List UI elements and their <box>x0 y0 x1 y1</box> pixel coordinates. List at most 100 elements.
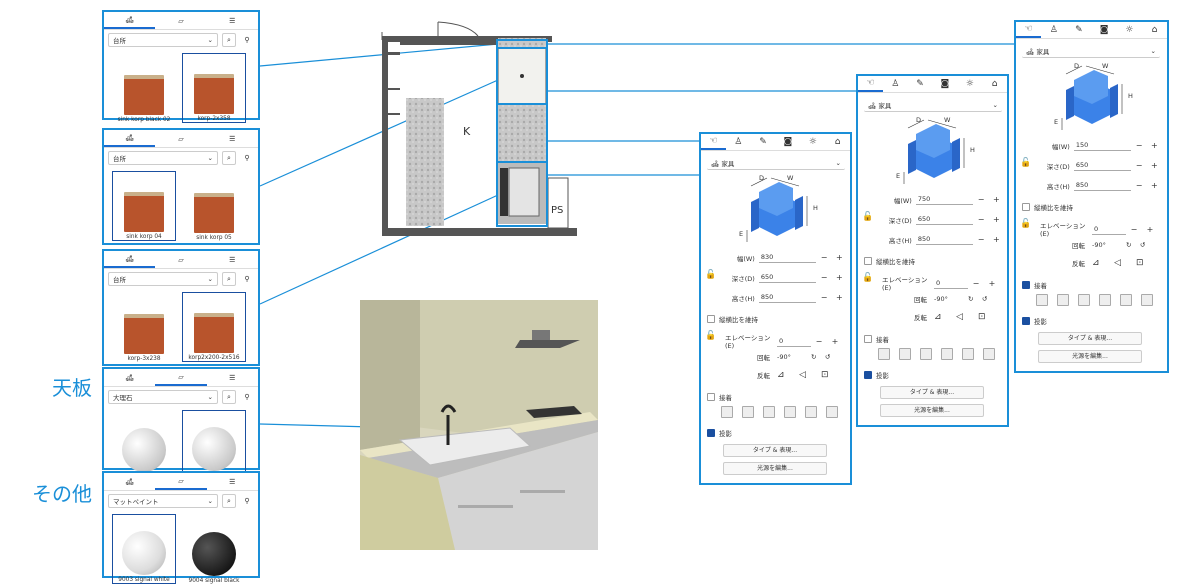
tab-object[interactable]: ☜ <box>858 76 883 92</box>
flip-horizontal-icon[interactable]: ⊿ <box>1092 258 1100 268</box>
filter-button[interactable]: ⚲ <box>240 151 254 165</box>
library-item[interactable]: 9004 signal black <box>182 514 246 584</box>
flip-depth-icon[interactable]: ⊡ <box>978 312 986 322</box>
type-representation-button[interactable]: タイプ & 表現... <box>723 444 827 457</box>
snap-row[interactable]: 接着 <box>707 392 732 402</box>
tab-paint[interactable]: ✎ <box>908 76 933 92</box>
elevation-input[interactable]: 0 <box>1092 224 1126 235</box>
shadow-checkbox[interactable] <box>1022 317 1030 325</box>
library-item[interactable]: korp-3x238 <box>112 292 176 362</box>
snap-checkbox[interactable] <box>707 393 715 401</box>
rotate-cw-icon[interactable]: ↻ <box>968 295 974 303</box>
tab-camera[interactable]: ◙ <box>1092 22 1117 38</box>
depth-input[interactable]: 650 <box>1073 160 1132 171</box>
category-dropdown[interactable]: 🛋 家具⌄ <box>864 98 1002 112</box>
lock-icon[interactable]: 🔓 <box>705 331 717 341</box>
tab-person[interactable]: ♙ <box>726 134 751 150</box>
library-item[interactable]: 9003 signal white <box>112 514 176 584</box>
tab-list[interactable]: ☰ <box>207 12 258 29</box>
flip-vertical-icon[interactable]: ◁ <box>1114 258 1121 268</box>
snap-icon[interactable] <box>1141 294 1153 306</box>
rotate-ccw-icon[interactable]: ↺ <box>982 295 988 303</box>
snap-icon[interactable] <box>1120 294 1132 306</box>
flip-vertical-icon[interactable]: ◁ <box>799 370 806 380</box>
tab-camera[interactable]: ◙ <box>775 134 800 150</box>
category-dropdown[interactable]: 🛋 家具⌄ <box>707 156 845 170</box>
lock-icon[interactable]: 🔓 <box>862 273 874 283</box>
tab-list[interactable]: ☰ <box>207 473 258 490</box>
tab-furniture[interactable]: 🛋 <box>104 473 155 490</box>
depth-decrement[interactable]: − <box>820 273 828 282</box>
flip-depth-icon[interactable]: ⊡ <box>1136 258 1144 268</box>
tab-object[interactable]: ☜ <box>701 134 726 150</box>
snap-icon[interactable] <box>1078 294 1090 306</box>
library-item[interactable]: korp2x200-2x516 <box>182 292 246 362</box>
rotation-value[interactable]: -90° <box>1092 241 1106 249</box>
elevation-increment[interactable]: + <box>1146 224 1154 234</box>
tab-materials[interactable]: ▱ <box>155 251 206 268</box>
lock-icon[interactable]: 🔓 <box>1020 158 1032 168</box>
snap-icon[interactable] <box>962 348 974 360</box>
depth-decrement[interactable]: − <box>977 215 985 224</box>
height-increment[interactable]: + <box>1150 181 1158 190</box>
shadow-checkbox[interactable] <box>864 371 872 379</box>
width-increment[interactable]: + <box>1150 141 1158 150</box>
filter-button[interactable]: ⚲ <box>240 272 254 286</box>
search-button[interactable]: ⌕ <box>222 151 236 165</box>
height-input[interactable]: 850 <box>915 234 974 245</box>
snap-row[interactable]: 接着 <box>864 334 889 344</box>
category-dropdown[interactable]: 🛋 家具⌄ <box>1022 44 1160 58</box>
flip-horizontal-icon[interactable]: ⊿ <box>934 312 942 322</box>
width-decrement[interactable]: − <box>820 253 828 262</box>
edit-light-button[interactable]: 光源を編集... <box>723 462 827 475</box>
tab-paint[interactable]: ✎ <box>751 134 776 150</box>
tab-object[interactable]: ☜ <box>1016 22 1042 38</box>
elevation-decrement[interactable]: − <box>972 278 980 288</box>
type-representation-button[interactable]: タイプ & 表現... <box>880 386 984 399</box>
library-item[interactable]: Marble Solid 4 <box>182 410 246 480</box>
snap-icon[interactable] <box>721 406 733 418</box>
lock-icon[interactable]: 🔓 <box>1020 219 1032 229</box>
snap-row[interactable]: 接着 <box>1022 280 1047 290</box>
type-representation-button[interactable]: タイプ & 表現... <box>1038 332 1142 345</box>
search-button[interactable]: ⌕ <box>222 272 236 286</box>
filter-button[interactable]: ⚲ <box>240 494 254 508</box>
rotation-value[interactable]: -90° <box>777 353 791 361</box>
filter-button[interactable]: ⚲ <box>240 390 254 404</box>
depth-decrement[interactable]: − <box>1135 161 1143 170</box>
keep-ratio-row[interactable]: 縦横比を維持 <box>1022 202 1073 212</box>
snap-icon[interactable] <box>920 348 932 360</box>
search-button[interactable]: ⌕ <box>222 494 236 508</box>
elevation-decrement[interactable]: − <box>1130 224 1138 234</box>
search-button[interactable]: ⌕ <box>222 390 236 404</box>
height-decrement[interactable]: − <box>977 235 985 244</box>
library-item[interactable]: sink korp black 02 <box>112 53 176 123</box>
keep-ratio-checkbox[interactable] <box>707 315 715 323</box>
tab-person[interactable]: ♙ <box>1041 22 1066 38</box>
snap-checkbox[interactable] <box>864 335 872 343</box>
edit-light-button[interactable]: 光源を編集... <box>880 404 984 417</box>
rotation-value[interactable]: -90° <box>934 295 948 303</box>
filter-button[interactable]: ⚲ <box>240 33 254 47</box>
height-increment[interactable]: + <box>835 293 843 302</box>
width-input[interactable]: 750 <box>915 194 974 205</box>
shadow-checkbox[interactable] <box>707 429 715 437</box>
tab-paint[interactable]: ✎ <box>1066 22 1091 38</box>
snap-icon[interactable] <box>899 348 911 360</box>
snap-icon[interactable] <box>784 406 796 418</box>
rotate-ccw-icon[interactable]: ↺ <box>825 353 831 361</box>
elevation-increment[interactable]: + <box>988 278 996 288</box>
tab-materials[interactable]: ▱ <box>155 473 207 490</box>
keep-ratio-row[interactable]: 縦横比を維持 <box>707 314 758 324</box>
tab-light[interactable]: ☼ <box>800 134 825 150</box>
height-increment[interactable]: + <box>992 235 1000 244</box>
tab-furniture[interactable]: 🛋 <box>104 251 156 268</box>
snap-icon[interactable] <box>763 406 775 418</box>
tab-light[interactable]: ☼ <box>1117 22 1142 38</box>
snap-icon[interactable] <box>983 348 995 360</box>
elevation-increment[interactable]: + <box>831 336 839 346</box>
keep-ratio-checkbox[interactable] <box>864 257 872 265</box>
elevation-input[interactable]: 0 <box>934 278 968 289</box>
height-input[interactable]: 850 <box>1073 180 1132 191</box>
tab-home[interactable]: ⌂ <box>982 76 1007 92</box>
